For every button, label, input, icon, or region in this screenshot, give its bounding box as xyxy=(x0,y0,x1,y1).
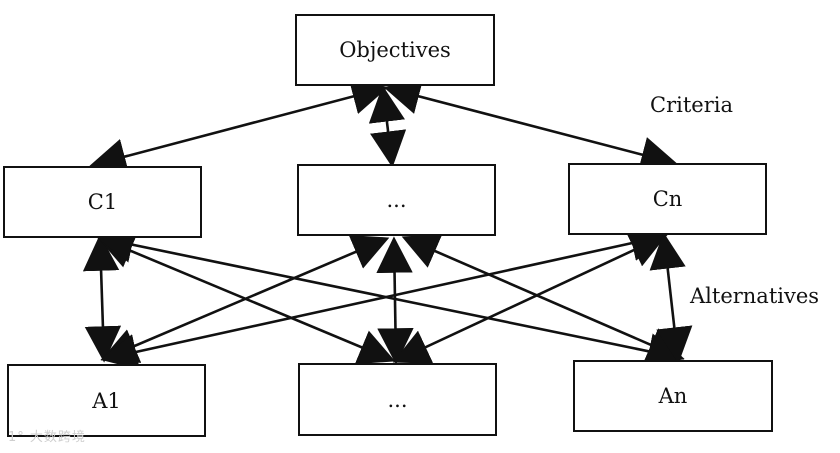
arrow-cn-amid xyxy=(392,233,668,364)
alternatives-level-label: Alternatives xyxy=(690,284,820,308)
arrow-cmid-amid xyxy=(376,236,414,365)
alternative-node-a1: A1 xyxy=(7,364,206,437)
arrow-cn-a1 xyxy=(100,225,668,370)
alternative-node-middle: ... xyxy=(298,363,497,436)
c1-label: C1 xyxy=(87,190,118,214)
arrow-cmid-an xyxy=(401,234,685,362)
arrow-objectives-c1 xyxy=(89,78,389,175)
criterion-node-middle: ... xyxy=(297,164,496,236)
alternative-node-an: An xyxy=(573,360,773,432)
an-label: An xyxy=(658,384,688,408)
arrow-objectives-cmid xyxy=(368,85,407,168)
cn-label: Cn xyxy=(652,187,683,211)
criteria-level-label: Criteria xyxy=(650,93,733,117)
a1-label: A1 xyxy=(92,388,121,413)
criterion-middle-label: ... xyxy=(386,188,407,212)
watermark: 1° 大数跨境 xyxy=(8,430,86,445)
alternative-middle-label: ... xyxy=(387,387,408,412)
criterion-node-cn: Cn xyxy=(568,163,767,235)
objectives-node: Objectives xyxy=(295,14,495,86)
arrow-cn-an xyxy=(649,232,693,364)
criterion-node-c1: C1 xyxy=(3,166,202,238)
objectives-label: Objectives xyxy=(339,38,451,62)
arrow-c1-a1 xyxy=(82,234,122,363)
arrow-objectives-cn xyxy=(383,78,678,173)
